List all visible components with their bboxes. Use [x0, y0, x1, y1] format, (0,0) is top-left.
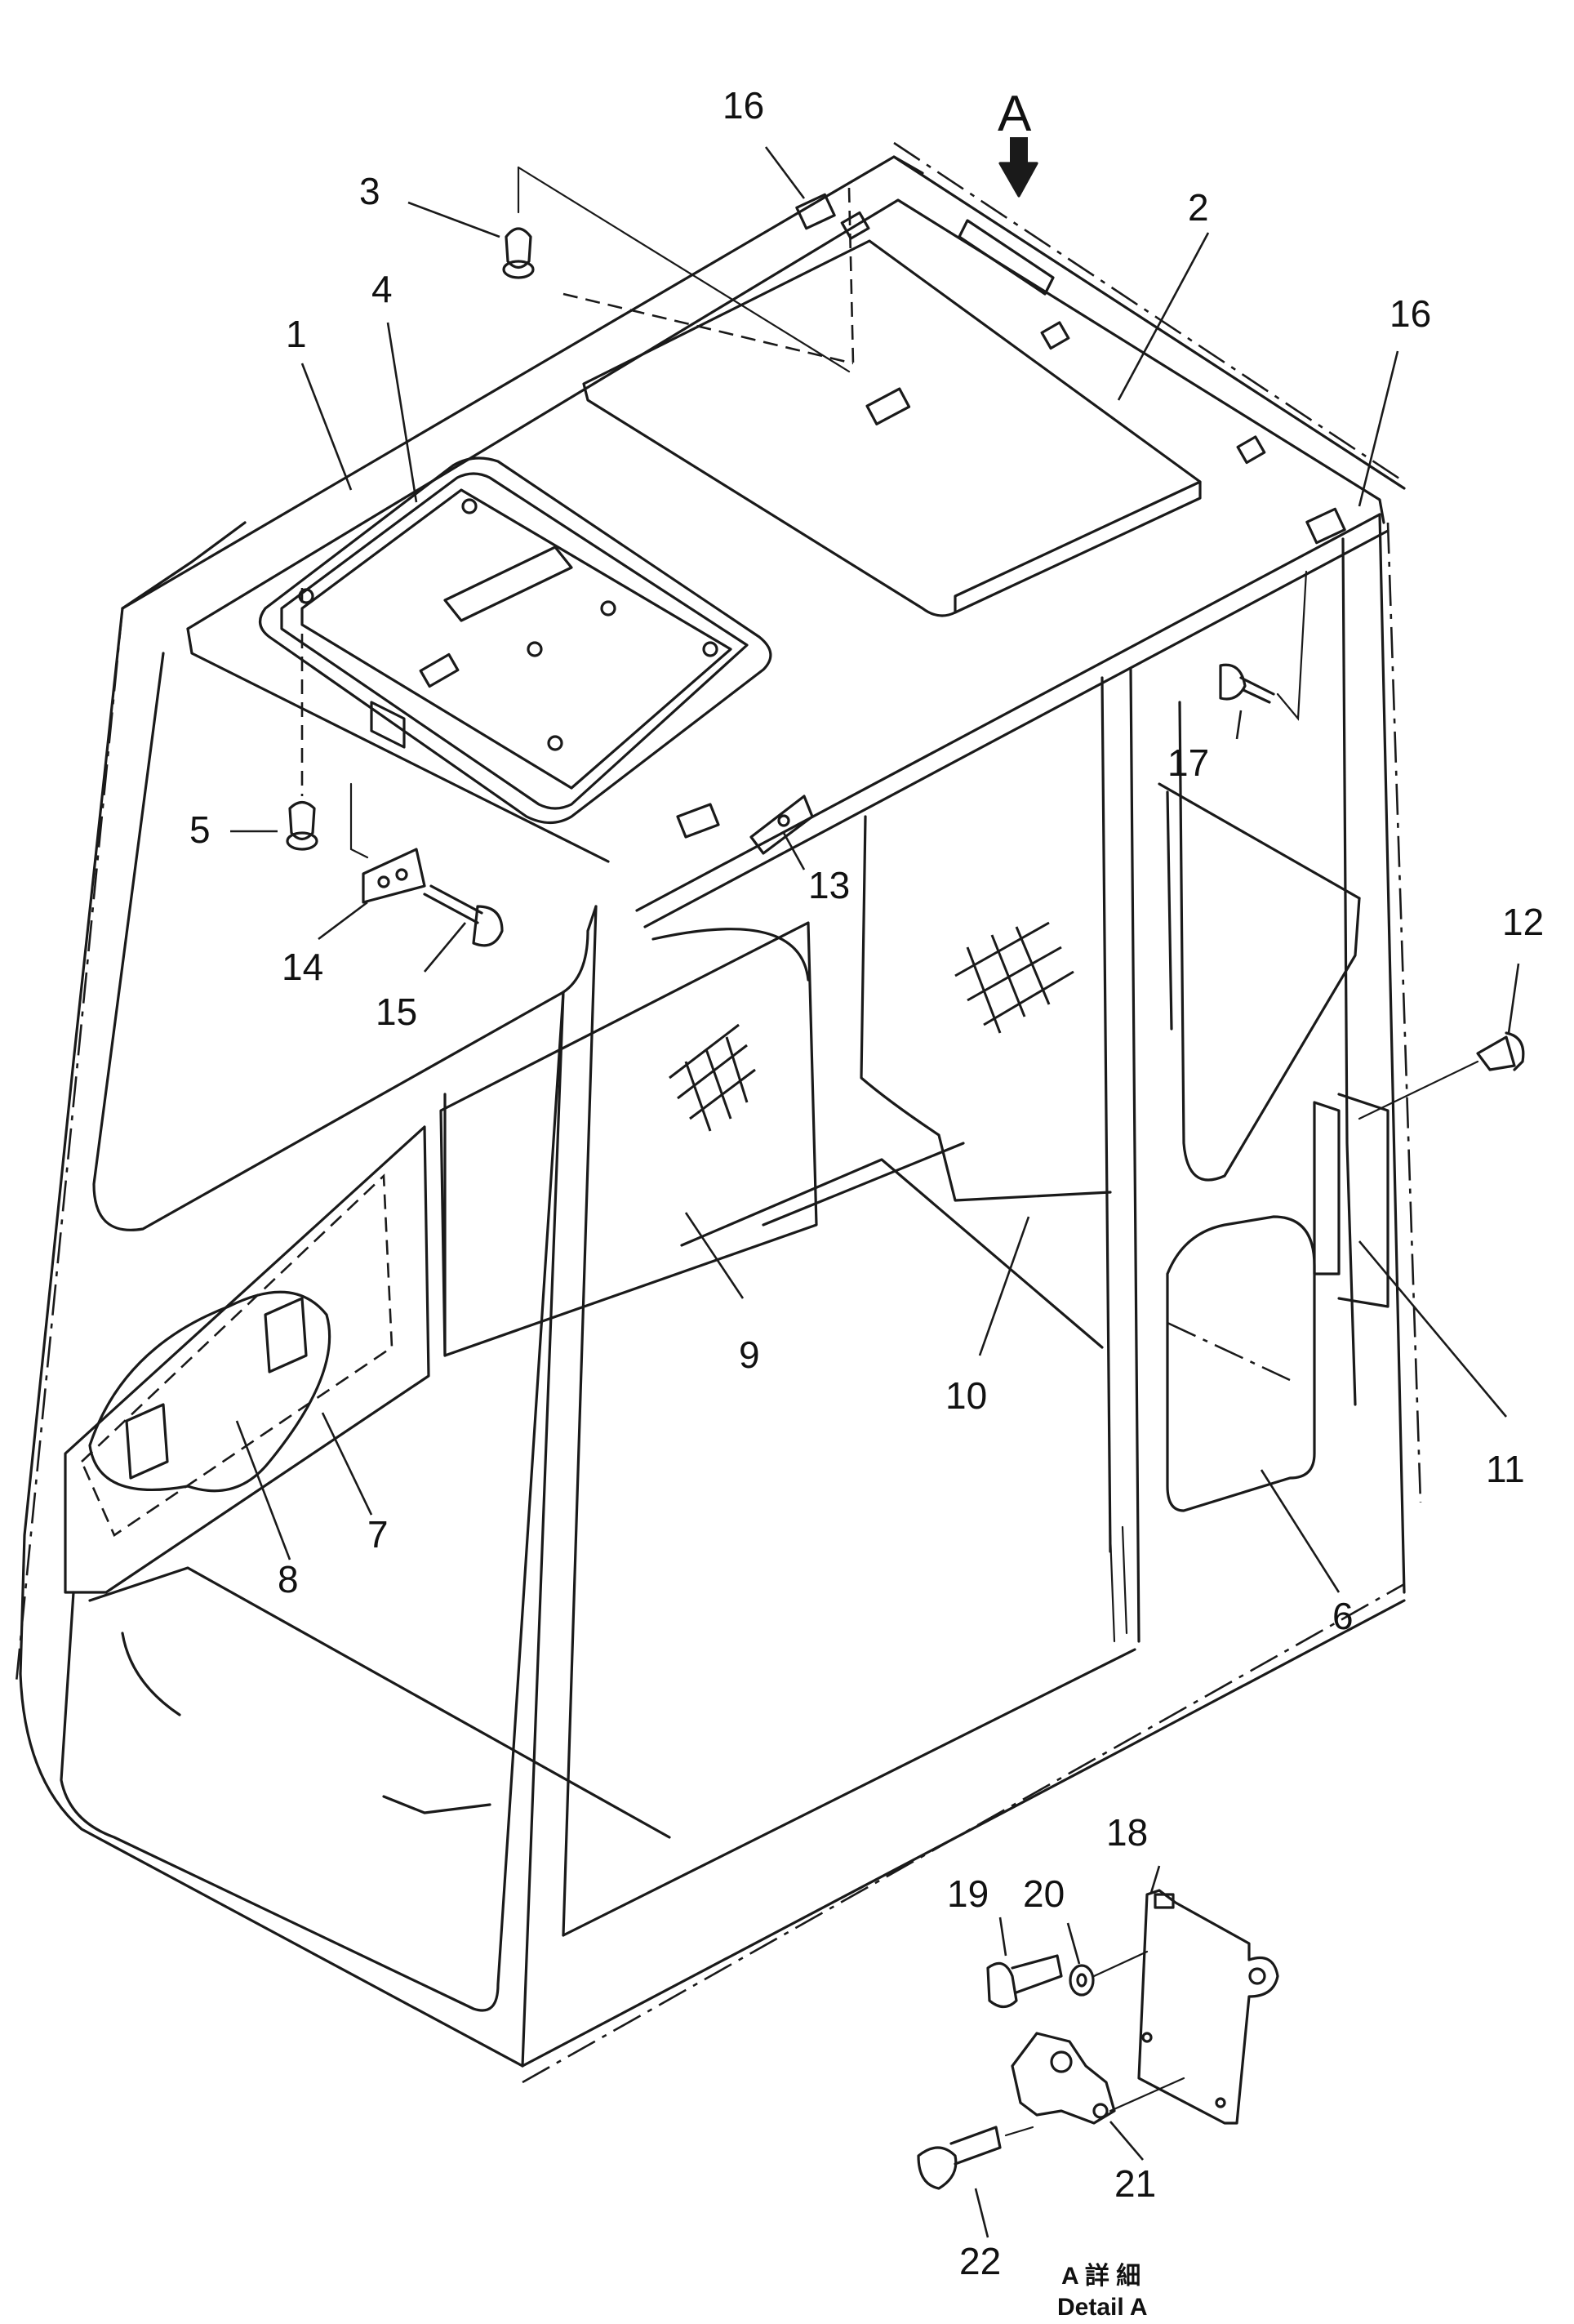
- hardware: [286, 137, 1525, 1132]
- callout-3: 3: [359, 170, 380, 212]
- cab-frame: [15, 141, 1422, 2084]
- callout-16-top: 16: [723, 84, 764, 127]
- caption-japanese: A 詳 細: [1061, 2262, 1140, 2290]
- callout-8: 8: [278, 1558, 299, 1601]
- callout-labels: A 16 3 2 16 4 1 5 14 15 13 17 12 9 10 11…: [189, 84, 1544, 2321]
- callout-5: 5: [189, 808, 211, 851]
- callout-18: 18: [1106, 1811, 1148, 1854]
- callout-6: 6: [1332, 1595, 1354, 1637]
- roof-plate: [562, 187, 1266, 617]
- callout-22: 22: [959, 2240, 1001, 2282]
- callout-17: 17: [1167, 741, 1209, 784]
- roof-hatch: [259, 456, 772, 825]
- callout-15: 15: [376, 991, 417, 1033]
- callout-12: 12: [1502, 901, 1544, 943]
- callout-1: 1: [286, 313, 307, 355]
- detail-a: [917, 1889, 1279, 2190]
- callout-9: 9: [739, 1333, 760, 1376]
- callout-21: 21: [1114, 2162, 1156, 2205]
- callout-11: 11: [1486, 1448, 1525, 1490]
- callout-20: 20: [1023, 1872, 1065, 1915]
- view-marker-a: A: [998, 86, 1032, 142]
- caption-english: Detail A: [1057, 2294, 1148, 2321]
- callout-14: 14: [282, 946, 323, 988]
- callout-10: 10: [945, 1374, 987, 1417]
- callout-2: 2: [1188, 186, 1209, 229]
- callout-19: 19: [947, 1872, 989, 1915]
- callout-16-right: 16: [1389, 292, 1431, 335]
- callout-7: 7: [367, 1513, 389, 1556]
- leader-lines: [230, 146, 1520, 2238]
- callout-13: 13: [808, 864, 850, 906]
- callout-4: 4: [371, 268, 393, 310]
